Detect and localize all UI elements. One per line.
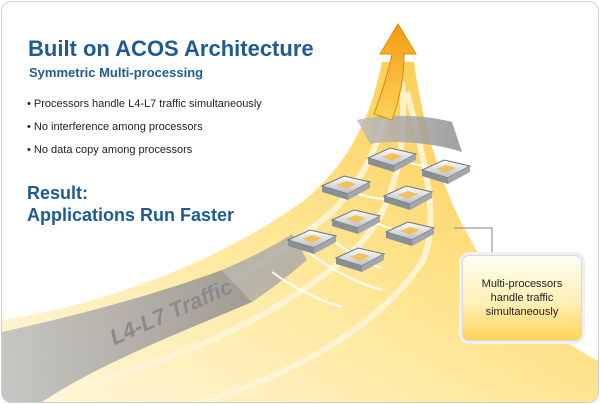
result-line-2: Applications Run Faster bbox=[27, 205, 235, 225]
processor-chip-icon bbox=[320, 175, 372, 200]
processor-chip-icon bbox=[384, 221, 436, 246]
processor-chip-icon bbox=[286, 229, 338, 254]
up-arrow-icon bbox=[373, 23, 417, 121]
page-title: Built on ACOS Architecture bbox=[28, 36, 314, 61]
bullet-item: Processors handle L4-L7 traffic simultan… bbox=[27, 98, 262, 110]
gray-ribbon-lower bbox=[2, 270, 252, 402]
callout-connector bbox=[454, 227, 493, 254]
gray-ribbon-upper bbox=[357, 115, 462, 152]
processor-chip-icon bbox=[330, 209, 382, 234]
processor-chip-icon bbox=[334, 247, 386, 272]
callout-text: Multi-processors handle traffic simultan… bbox=[481, 278, 563, 318]
bullet-item: No data copy among processors bbox=[27, 144, 262, 156]
processor-chips bbox=[286, 147, 472, 272]
page-subtitle: Symmetric Multi-processing bbox=[29, 65, 204, 80]
callout-box: Multi-processors handle traffic simultan… bbox=[462, 255, 582, 341]
bullet-list: Processors handle L4-L7 traffic simultan… bbox=[27, 98, 262, 167]
bullet-item: No interference among processors bbox=[27, 121, 262, 133]
gray-ribbon-lower-edge bbox=[222, 234, 307, 302]
processor-chip-icon bbox=[366, 147, 418, 172]
result-line-1: Result: bbox=[27, 183, 89, 203]
result-heading: Result: Applications Run Faster bbox=[27, 182, 234, 226]
processor-chip-icon bbox=[420, 159, 472, 184]
processor-chip-icon bbox=[382, 185, 434, 210]
